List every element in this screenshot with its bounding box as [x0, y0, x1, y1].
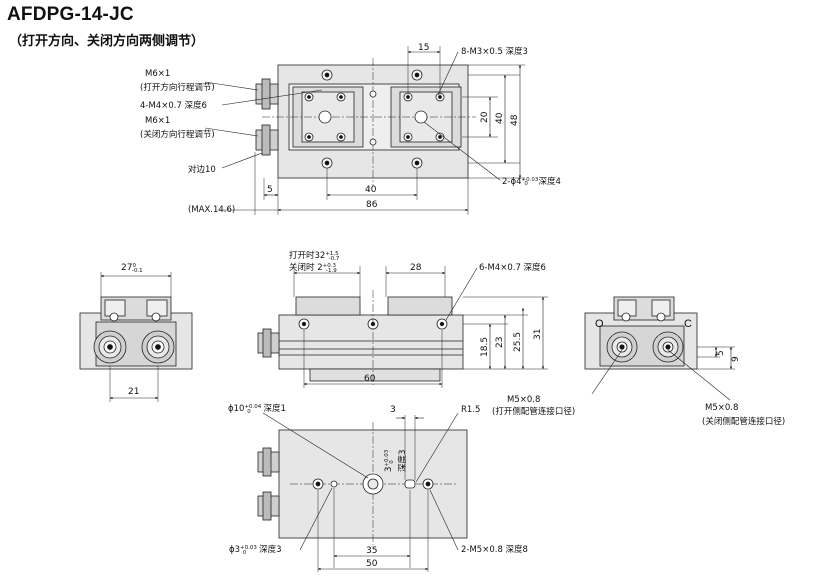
open-stroke-label: 打开时32+1.5-0.7: [289, 250, 340, 262]
m5-holes-label: 2-M5×0.8 深度8: [461, 544, 528, 555]
m6-close-label: M6×1: [145, 116, 170, 126]
dim-86: 86: [366, 200, 378, 210]
dim-35: 35: [366, 546, 377, 556]
m4-holes-label: 4-M4×0.7 深度6: [140, 100, 207, 111]
m6-open-note: (打开方向行程调节): [140, 82, 215, 93]
dim-48: 48: [510, 114, 520, 126]
dim-60: 60: [364, 374, 376, 384]
dim-15: 15: [418, 43, 429, 53]
m5-close-label: M5×0.8: [705, 403, 738, 413]
top-view-labels: M6×1 (打开方向行程调节) 4-M4×0.7 深度6 M6×1 (关闭方向行…: [140, 43, 561, 215]
dim-3: 3: [390, 405, 396, 415]
bottom-view: [257, 412, 468, 572]
model-subtitle: （打开方向、关闭方向两侧调节）: [9, 34, 205, 49]
m5-open-note: (打开侧配管连接口径): [492, 406, 575, 417]
close-port-mark: C: [684, 318, 692, 330]
right-end-view: [584, 296, 735, 401]
dim-31: 31: [533, 329, 543, 340]
dim-9: 9: [731, 356, 741, 362]
m6-close-note: (关闭方向行程调节): [140, 129, 215, 140]
dim-18-5: 18.5: [480, 337, 490, 357]
dim-25-5: 25.5: [513, 332, 523, 352]
side-m4-holes-label: 6-M4×0.7 深度6: [479, 262, 546, 273]
hex-label: 对边10: [188, 164, 216, 175]
model-title: AFDPG-14-JC: [7, 4, 134, 25]
m6-open-label: M6×1: [145, 69, 170, 79]
open-port-mark: O: [595, 318, 604, 330]
m3-holes-label: 8-M3×0.5 深度3: [461, 46, 528, 57]
dim-40-vertical: 40: [495, 112, 505, 124]
slot-depth-label: 深度3: [397, 450, 408, 472]
dim-23: 23: [495, 337, 505, 348]
r15-label: R1.5: [461, 405, 480, 415]
dim-5: 5: [267, 185, 273, 195]
dim-27: 270-0.1: [121, 263, 143, 274]
top-view: [204, 46, 525, 215]
close-stroke-label: 关闭时 2+0.3-1.9: [289, 262, 337, 274]
dim-50: 50: [366, 559, 378, 569]
side-view: [257, 266, 548, 388]
m5-open-label: M5×0.8: [507, 395, 540, 405]
slot-3-label: 3+0.030: [384, 449, 395, 472]
dim-28: 28: [410, 263, 422, 273]
dim-max: (MAX.14.6): [188, 205, 235, 215]
dim-40-horizontal: 40: [365, 185, 377, 195]
left-end-view: [79, 272, 193, 402]
dim-5-right: 5: [716, 350, 726, 356]
dim-21: 21: [128, 387, 139, 397]
dim-20: 20: [480, 111, 490, 123]
m5-close-note: (关闭侧配管连接口径): [702, 416, 785, 427]
